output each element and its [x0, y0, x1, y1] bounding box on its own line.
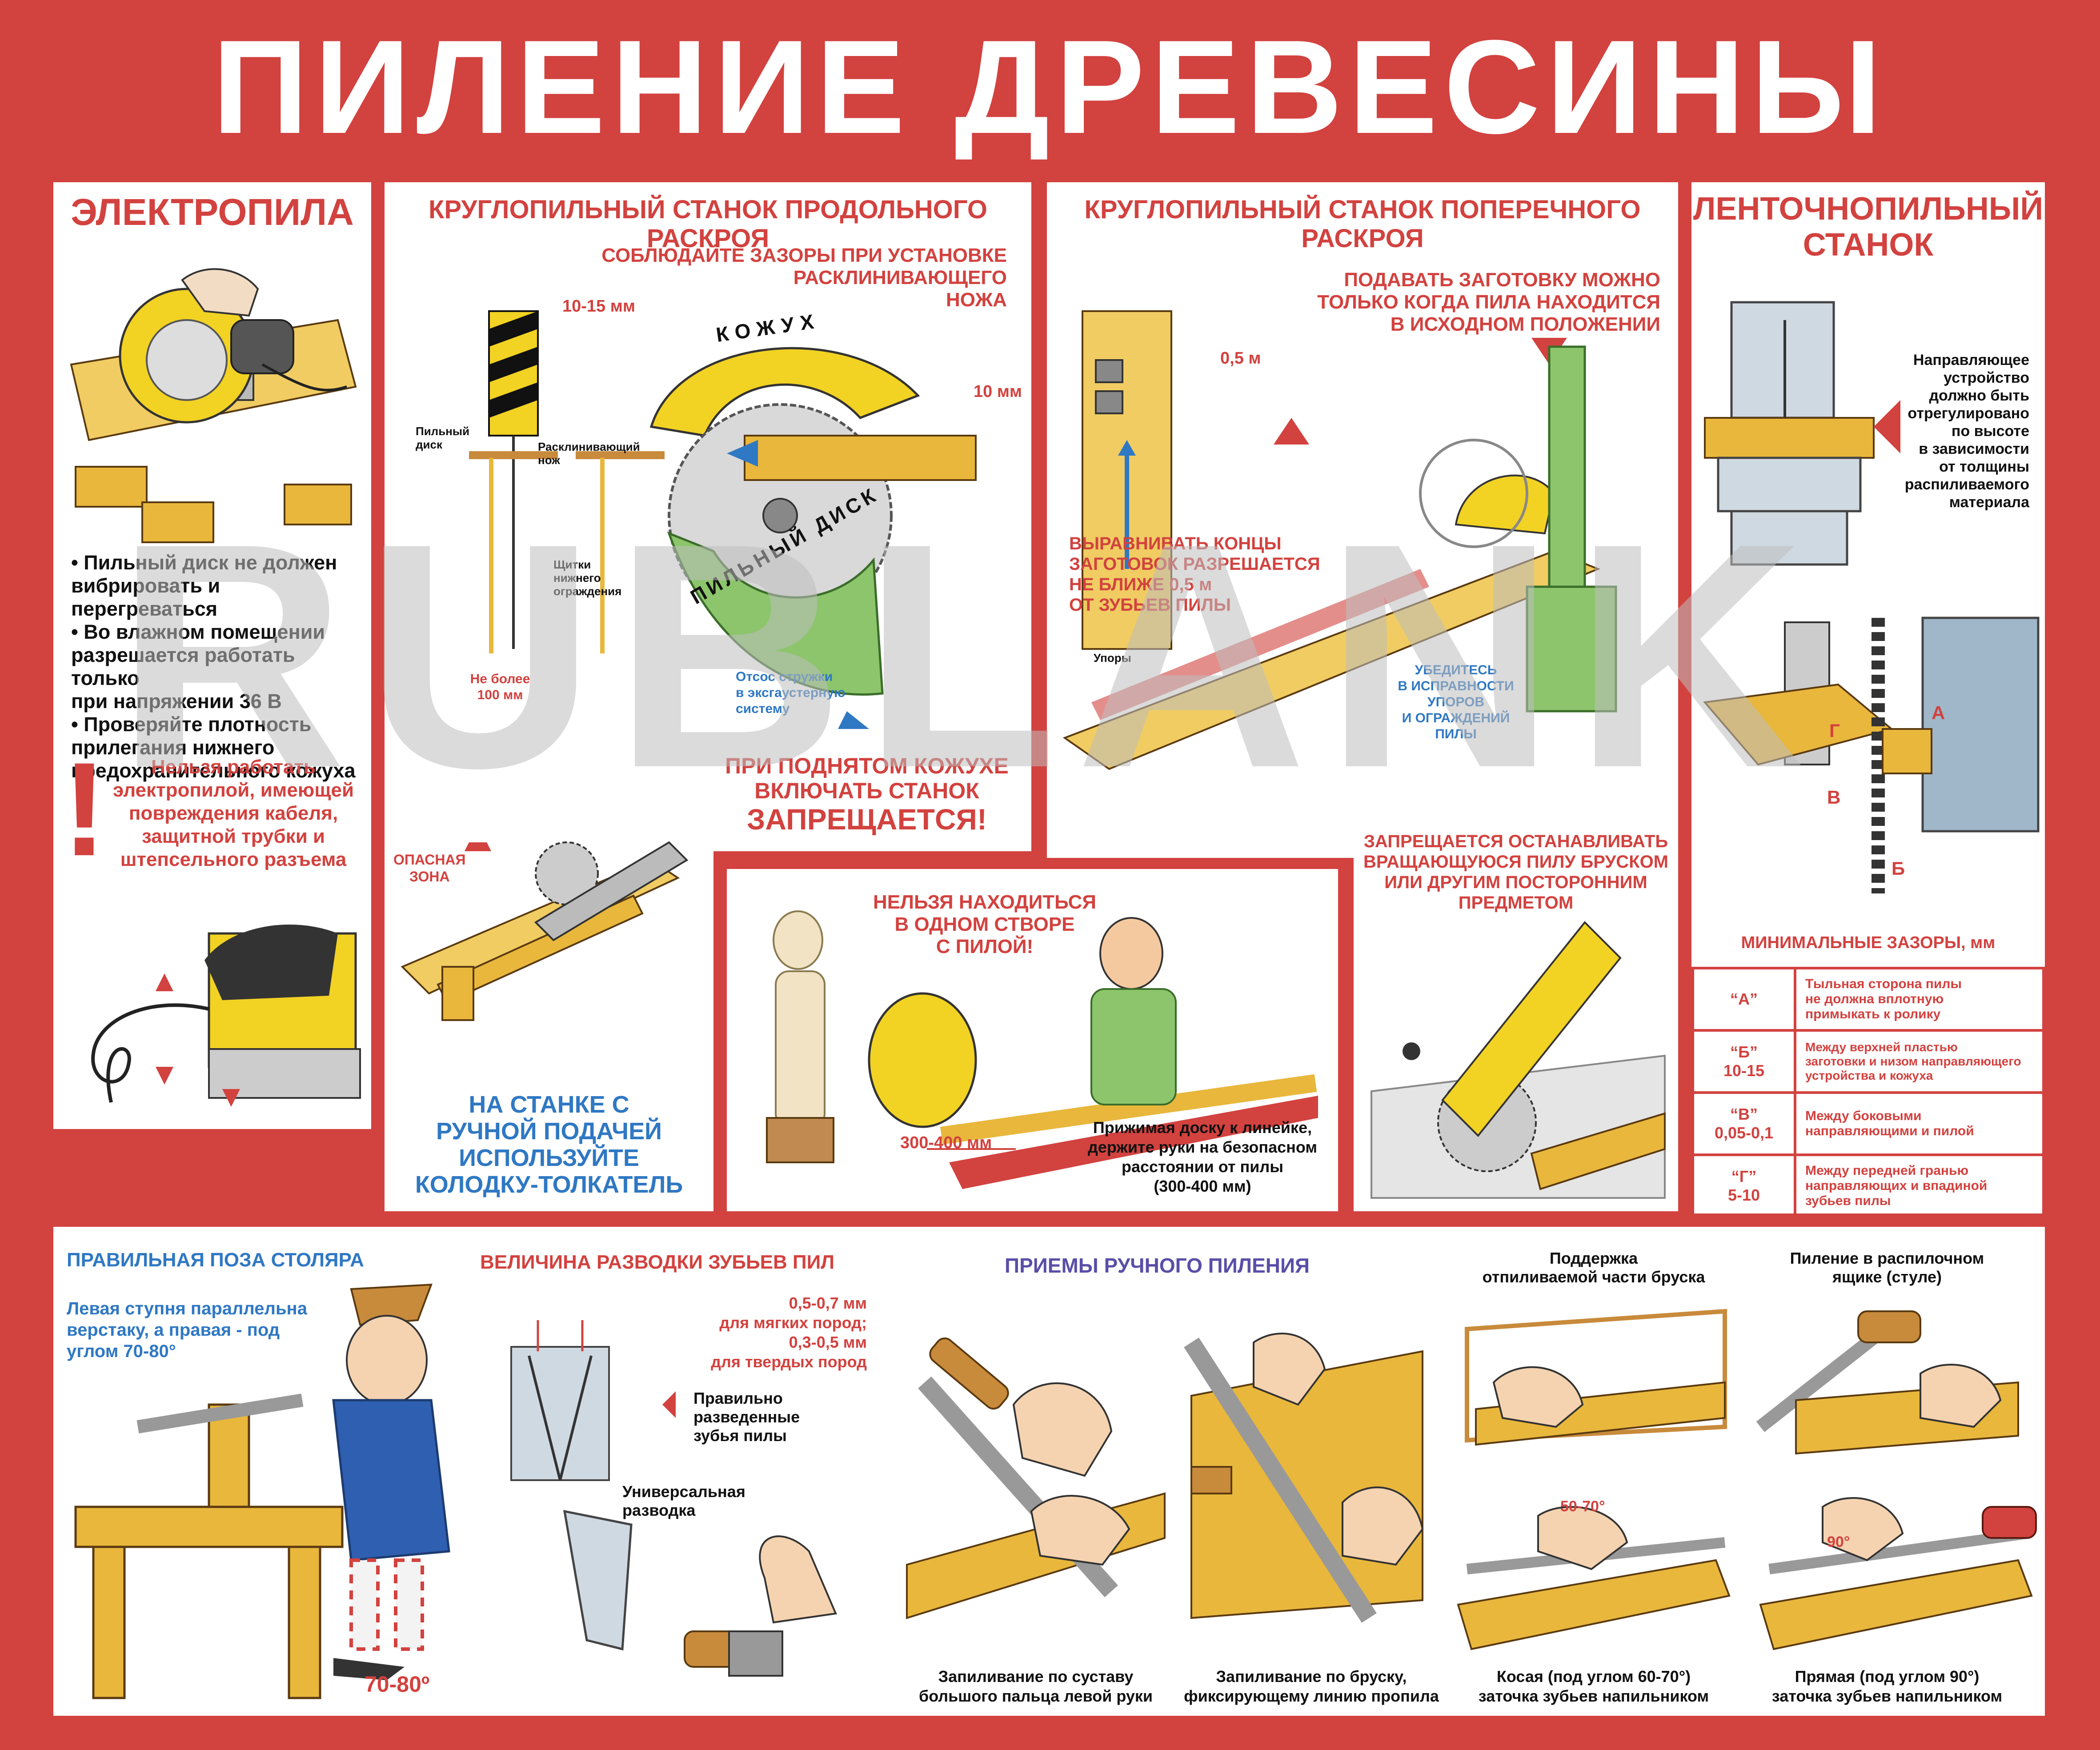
gap-key: “Г”: [1731, 1167, 1757, 1185]
table-row: “Б” 10-15 Между верхней пластью заготовк…: [1691, 1029, 2045, 1094]
set-heading: ВЕЛИЧИНА РАЗВОДКИ ЗУБЬЕВ ПИЛ: [480, 1251, 835, 1273]
hand-caption-1: Запиливание по суставу большого пальца л…: [918, 1667, 1153, 1705]
gap-value: 10-15: [1723, 1061, 1765, 1080]
set-values: 0,5-0,7 мм для мягких пород; 0,3-0,5 мм …: [711, 1294, 867, 1371]
band-saw-panel: ЛЕНТОЧНОПИЛЬНЫЙ СТАНОК Направляющее устр…: [1691, 182, 2045, 1218]
rip-saw-illustration: [469, 310, 977, 729]
gaps-heading: МИНИМАЛЬНЫЕ ЗАЗОРЫ, мм: [1741, 933, 1996, 952]
hand-caption-2: Запиливание по бруску, фиксирующему лини…: [1184, 1667, 1439, 1705]
support-caption: Косая (под углом 60-70°) заточка зубьев …: [1478, 1667, 1709, 1705]
carpenter-illustration: [74, 1283, 450, 1699]
angle-50-70: 50-70°: [1560, 1498, 1605, 1515]
stance-dim: 300-400 мм: [900, 1133, 992, 1152]
rule-line: разрешается работать только: [71, 644, 295, 689]
forbidden-label: ЗАПРЕЩАЕТСЯ!: [747, 803, 987, 836]
rule-line: вибрировать и перегреваться: [71, 574, 220, 620]
gap-value: 5-10: [1727, 1186, 1760, 1204]
label-lower-shields: Щитки нижнего ограждения: [553, 558, 622, 598]
pusher-panel: ОПАСНАЯ ЗОНА НА СТАНКЕ С РУЧНОЙ ПОДАЧЕЙ …: [385, 816, 713, 1211]
letter-b: Б: [1892, 858, 1905, 879]
exclamation-icon: !: [62, 734, 107, 884]
pusher-note: НА СТАНКЕ С РУЧНОЙ ПОДАЧЕЙ ИСПОЛЬЗУЙТЕ К…: [415, 1091, 683, 1198]
set-correct-label: Правильно разведенные зубья пилы: [693, 1389, 800, 1445]
label-splitting-knife: Расклинивающий нож: [538, 440, 640, 467]
band-saw-note: Направляющее устройство должно быть отре…: [1904, 352, 2029, 511]
dim-10-15: 10-15 мм: [562, 297, 635, 316]
rip-saw-gap-note: СОБЛЮДАЙТЕ ЗАЗОРЫ ПРИ УСТАНОВКЕ РАСКЛИНИ…: [601, 244, 1007, 311]
stop-saw-illustration: [1371, 921, 1666, 1199]
support-heading: Поддержка отпиливаемой части бруска: [1482, 1249, 1705, 1286]
dim-10: 10 мм: [974, 382, 1022, 401]
table-row: “Г” 5-10 Между передней гранью направляю…: [1691, 1153, 2045, 1218]
dim-max-100: Не более 100 мм: [470, 672, 530, 702]
page-title: ПИЛЕНИЕ ДРЕВЕСИНЫ: [212, 12, 1888, 161]
support-illustration: [1457, 1309, 1731, 1650]
letter-a: А: [1932, 702, 1945, 723]
blade-detail-illustration: [1872, 617, 2040, 893]
gap-key: “А”: [1730, 990, 1758, 1008]
miter-box-illustration: [1756, 1310, 2037, 1650]
gaps-table: “А” Тыльная сторона пилы не должна вплот…: [1691, 967, 2045, 1218]
rip-saw-panel: КРУГЛОПИЛЬНЫЙ СТАНОК ПРОДОЛЬНОГО РАСКРОЯ…: [385, 182, 1031, 851]
chip-extraction-note: Отсос стружки в эксгаустерную систему: [736, 669, 846, 716]
electrosaw-heading: ЭЛЕКТРОПИЛА: [71, 191, 354, 233]
cross-saw-panel: КРУГЛОПИЛЬНЫЙ СТАНОК ПОПЕРЕЧНОГО РАСКРОЯ…: [1047, 182, 1678, 858]
box-heading: Пиление в распилочном ящике (стуле): [1790, 1249, 1984, 1286]
rule-line: прилегания нижнего: [71, 736, 275, 759]
rip-saw-heading: КРУГЛОПИЛЬНЫЙ СТАНОК ПРОДОЛЬНОГО РАСКРОЯ: [428, 195, 988, 253]
circular-saw-illustration: [70, 268, 357, 543]
stance-panel: НЕЛЬЗЯ НАХОДИТЬСЯ В ОДНОМ СТВОРЕ С ПИЛОЙ…: [727, 869, 1338, 1211]
rule-line: при напряжении 36 В: [71, 690, 282, 713]
stops-label: Упоры: [1094, 651, 1131, 665]
electrosaw-warning: Нельзя работать электропилой, имеющей по…: [112, 756, 354, 870]
set-universal-label: Универсальная разводка: [622, 1482, 745, 1519]
arrow-left-icon: [1874, 400, 1900, 453]
pusher-illustration: [401, 841, 689, 1021]
stop-saw-note: ЗАПРЕЩАЕТСЯ ОСТАНАВЛИВАТЬ ВРАЩАЮЩУЮСЯ ПИ…: [1363, 832, 1669, 913]
angle-90: 90°: [1827, 1534, 1850, 1550]
gap-key: “Б”: [1730, 1043, 1758, 1061]
rule-line: • Пильный диск не должен: [71, 551, 337, 574]
gap-key: “В”: [1730, 1105, 1758, 1123]
cross-saw-heading: КРУГЛОПИЛЬНЫЙ СТАНОК ПОПЕРЕЧНОГО РАСКРОЯ: [1084, 195, 1641, 253]
electrosaw-rules: • Пильный диск не должен вибрировать и п…: [71, 551, 365, 782]
electrosaw-panel: ЭЛЕКТРОПИЛА • Пильный диск не должен виб…: [53, 182, 371, 1129]
hand-sawing-1-illustration: [906, 1337, 1166, 1619]
align-note: ВЫРАВНИВАТЬ КОНЦЫ ЗАГОТОВОК РАЗРЕШАЕТСЯ …: [1069, 534, 1320, 615]
bottom-panel: ПРАВИЛЬНАЯ ПОЗА СТОЛЯРА Левая ступня пар…: [53, 1227, 2045, 1716]
rule-line: предохранительного кожуха: [71, 759, 356, 782]
box-caption: Прямая (под углом 90°) заточка зубьев на…: [1771, 1667, 2003, 1705]
letter-v: В: [1827, 787, 1841, 808]
hand-heading: ПРИЕМЫ РУЧНОГО ПИЛЕНИЯ: [1005, 1254, 1310, 1277]
stop-saw-panel: ЗАПРЕЩАЕТСЯ ОСТАНАВЛИВАТЬ ВРАЩАЮЩУЮСЯ ПИ…: [1354, 816, 1678, 1211]
gap-value: 0,05-0,1: [1714, 1124, 1774, 1142]
band-saw-heading: ЛЕНТОЧНОПИЛЬНЫЙ СТАНОК: [1693, 191, 2044, 263]
raised-guard-warning: ПРИ ПОДНЯТОМ КОЖУХЕ ВКЛЮЧАТЬ СТАНОК: [725, 753, 1009, 803]
danger-zone-label: ОПАСНАЯ ЗОНА: [393, 852, 466, 885]
label-saw-disk: Пильный диск: [416, 424, 470, 451]
tooth-set-illustration: [510, 1320, 837, 1677]
stance-note: НЕЛЬЗЯ НАХОДИТЬСЯ В ОДНОМ СТВОРЕ С ПИЛОЙ…: [873, 891, 1097, 957]
rule-line: • Во влажном помещении: [71, 621, 325, 643]
posture-text: Левая ступня параллельна верстаку, а пра…: [67, 1299, 307, 1361]
letter-g: Г: [1829, 720, 1840, 741]
stance-illustration: [766, 910, 1318, 1189]
table-row: “А” Тыльная сторона пилы не должна вплот…: [1691, 967, 2045, 1032]
table-row: “В” 0,05-0,1 Между боковыми направляющим…: [1691, 1091, 2045, 1156]
saw-cable-illustration: [91, 925, 361, 1107]
stance-caption: Прижимая доску к линейке, держите руки н…: [1087, 1118, 1318, 1195]
feed-note: ПОДАВАТЬ ЗАГОТОВКУ МОЖНО ТОЛЬКО КОГДА ПИ…: [1317, 269, 1660, 335]
cross-saw-illustration: [1062, 310, 1617, 770]
check-note: УБЕДИТЕСЬ В ИСПРАВНОСТИ УПОРОВ И ОГРАЖДЕ…: [1398, 663, 1514, 741]
posture-angle: 70-80º: [365, 1672, 430, 1697]
hand-sawing-2-illustration: [1184, 1333, 1424, 1623]
dim-0-5: 0,5 м: [1220, 349, 1261, 368]
band-saw-illustration: [1703, 301, 1894, 766]
posture-heading: ПРАВИЛЬНАЯ ПОЗА СТОЛЯРА: [67, 1249, 364, 1271]
rule-line: • Проверяйте плотность: [71, 713, 312, 736]
